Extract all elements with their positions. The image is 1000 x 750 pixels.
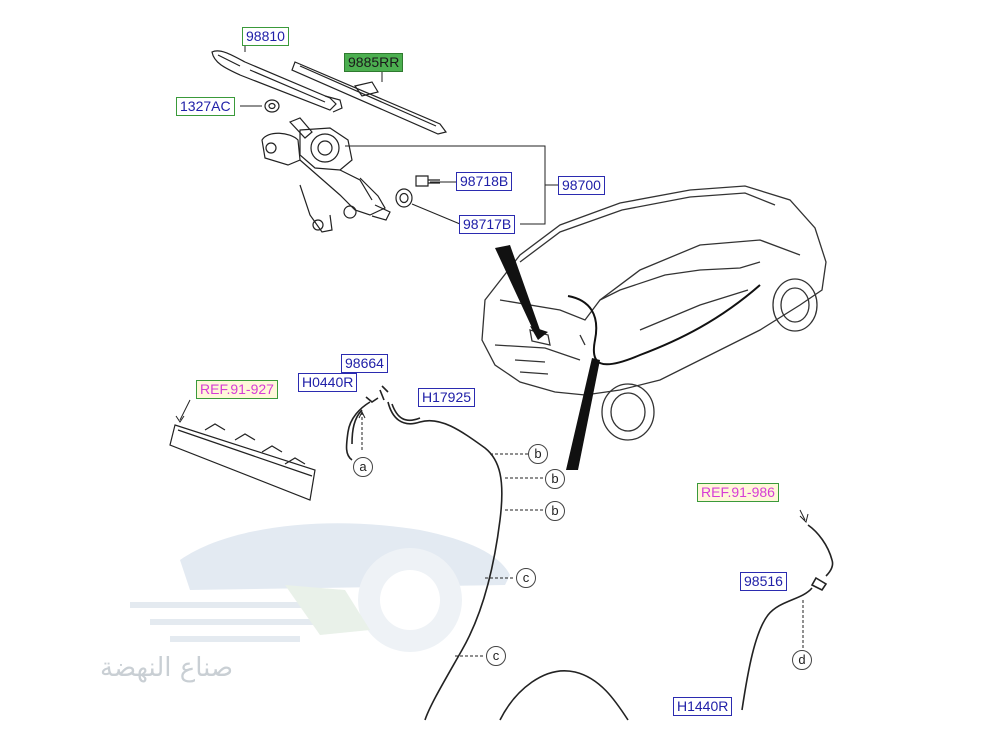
label-98700: 98700	[558, 176, 605, 195]
label-h17925: H17925	[418, 388, 476, 407]
watermark-text: صناع النهضة	[100, 653, 234, 683]
washer-hose-main	[387, 401, 503, 721]
label-98516: 98516	[740, 572, 787, 591]
nut-1327ac	[264, 99, 280, 113]
callout-b-1: b	[528, 444, 548, 464]
clip-leaders	[455, 453, 545, 657]
label-ref-91-986[interactable]: REF.91-986	[697, 483, 779, 502]
car-illustration	[481, 185, 827, 441]
bolt-98718b	[415, 175, 440, 187]
leader-lines-top	[240, 44, 560, 225]
label-ref-91-927[interactable]: REF.91-927	[196, 380, 278, 399]
label-9885rr: 9885RR	[344, 53, 404, 72]
label-98718b: 98718B	[456, 172, 513, 191]
pointer-wedges	[495, 245, 600, 470]
grommet-98717b	[395, 188, 413, 208]
washer-hose-loop	[499, 670, 629, 721]
rear-hose-right	[741, 509, 834, 711]
watermark-logo	[130, 523, 510, 652]
label-h0440r: H0440R	[298, 373, 358, 392]
callout-d: d	[792, 650, 812, 670]
callout-c-2: c	[486, 646, 506, 666]
stop-lamp	[169, 399, 316, 501]
callout-c-1: c	[516, 568, 536, 588]
callout-b-2: b	[545, 469, 565, 489]
label-h1440r: H1440R	[673, 697, 733, 716]
wiper-arm	[211, 50, 343, 113]
wiper-motor	[261, 117, 391, 233]
label-98664: 98664	[341, 354, 388, 373]
nozzle-hose	[345, 385, 389, 461]
callout-a: a	[353, 457, 373, 477]
label-98810: 98810	[242, 27, 289, 46]
label-1327ac: 1327AC	[176, 97, 235, 116]
callout-b-3: b	[545, 501, 565, 521]
wiper-blade	[291, 61, 448, 135]
label-98717b: 98717B	[459, 215, 516, 234]
